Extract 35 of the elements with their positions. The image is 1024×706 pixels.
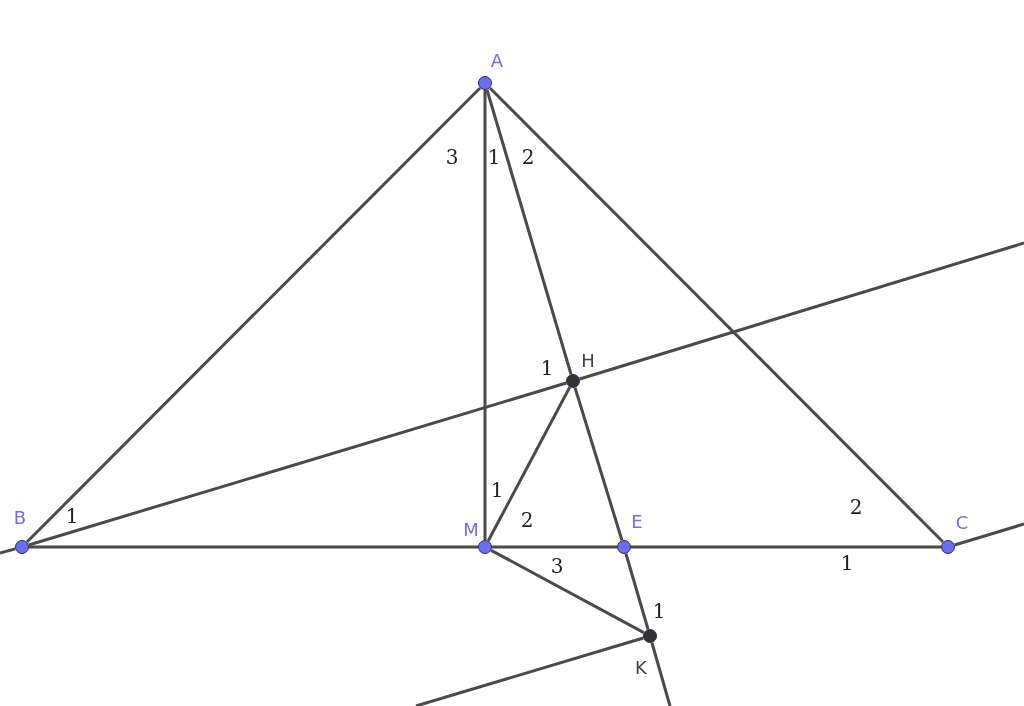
angle-number: 1 <box>65 505 79 527</box>
line-segment <box>29 545 478 549</box>
line-segment <box>579 241 1024 381</box>
angle-number: 1 <box>490 479 504 501</box>
line-segment <box>631 545 941 549</box>
angle-number: 1 <box>487 146 501 168</box>
line-segment <box>624 553 650 630</box>
line-segment <box>488 86 945 544</box>
point-label: K <box>634 657 648 679</box>
line-segment <box>415 636 644 706</box>
line-segment <box>486 386 572 542</box>
angle-number: 3 <box>445 146 459 168</box>
line-segment <box>25 86 482 544</box>
line-segment <box>650 642 672 706</box>
line-segment <box>28 381 567 547</box>
point-label: A <box>489 50 505 72</box>
line-segment <box>485 89 573 375</box>
line-segment <box>0 547 16 555</box>
point-label: E <box>630 511 644 533</box>
angle-number: 1 <box>652 600 666 622</box>
point-label: C <box>954 512 970 534</box>
line-segment <box>954 522 1024 547</box>
point-label: M <box>462 519 480 541</box>
line-segment <box>483 90 487 540</box>
angle-number: 1 <box>840 552 854 574</box>
line-segment <box>492 545 617 549</box>
angle-number: 2 <box>521 146 535 168</box>
point-label: B <box>12 507 28 529</box>
line-segment <box>573 387 624 541</box>
angle-number: 2 <box>520 509 534 531</box>
point-label: H <box>580 350 596 372</box>
angle-number: 3 <box>550 555 564 577</box>
line-segment <box>490 549 645 634</box>
angle-number: 1 <box>540 357 554 379</box>
angle-number: 2 <box>849 496 863 518</box>
